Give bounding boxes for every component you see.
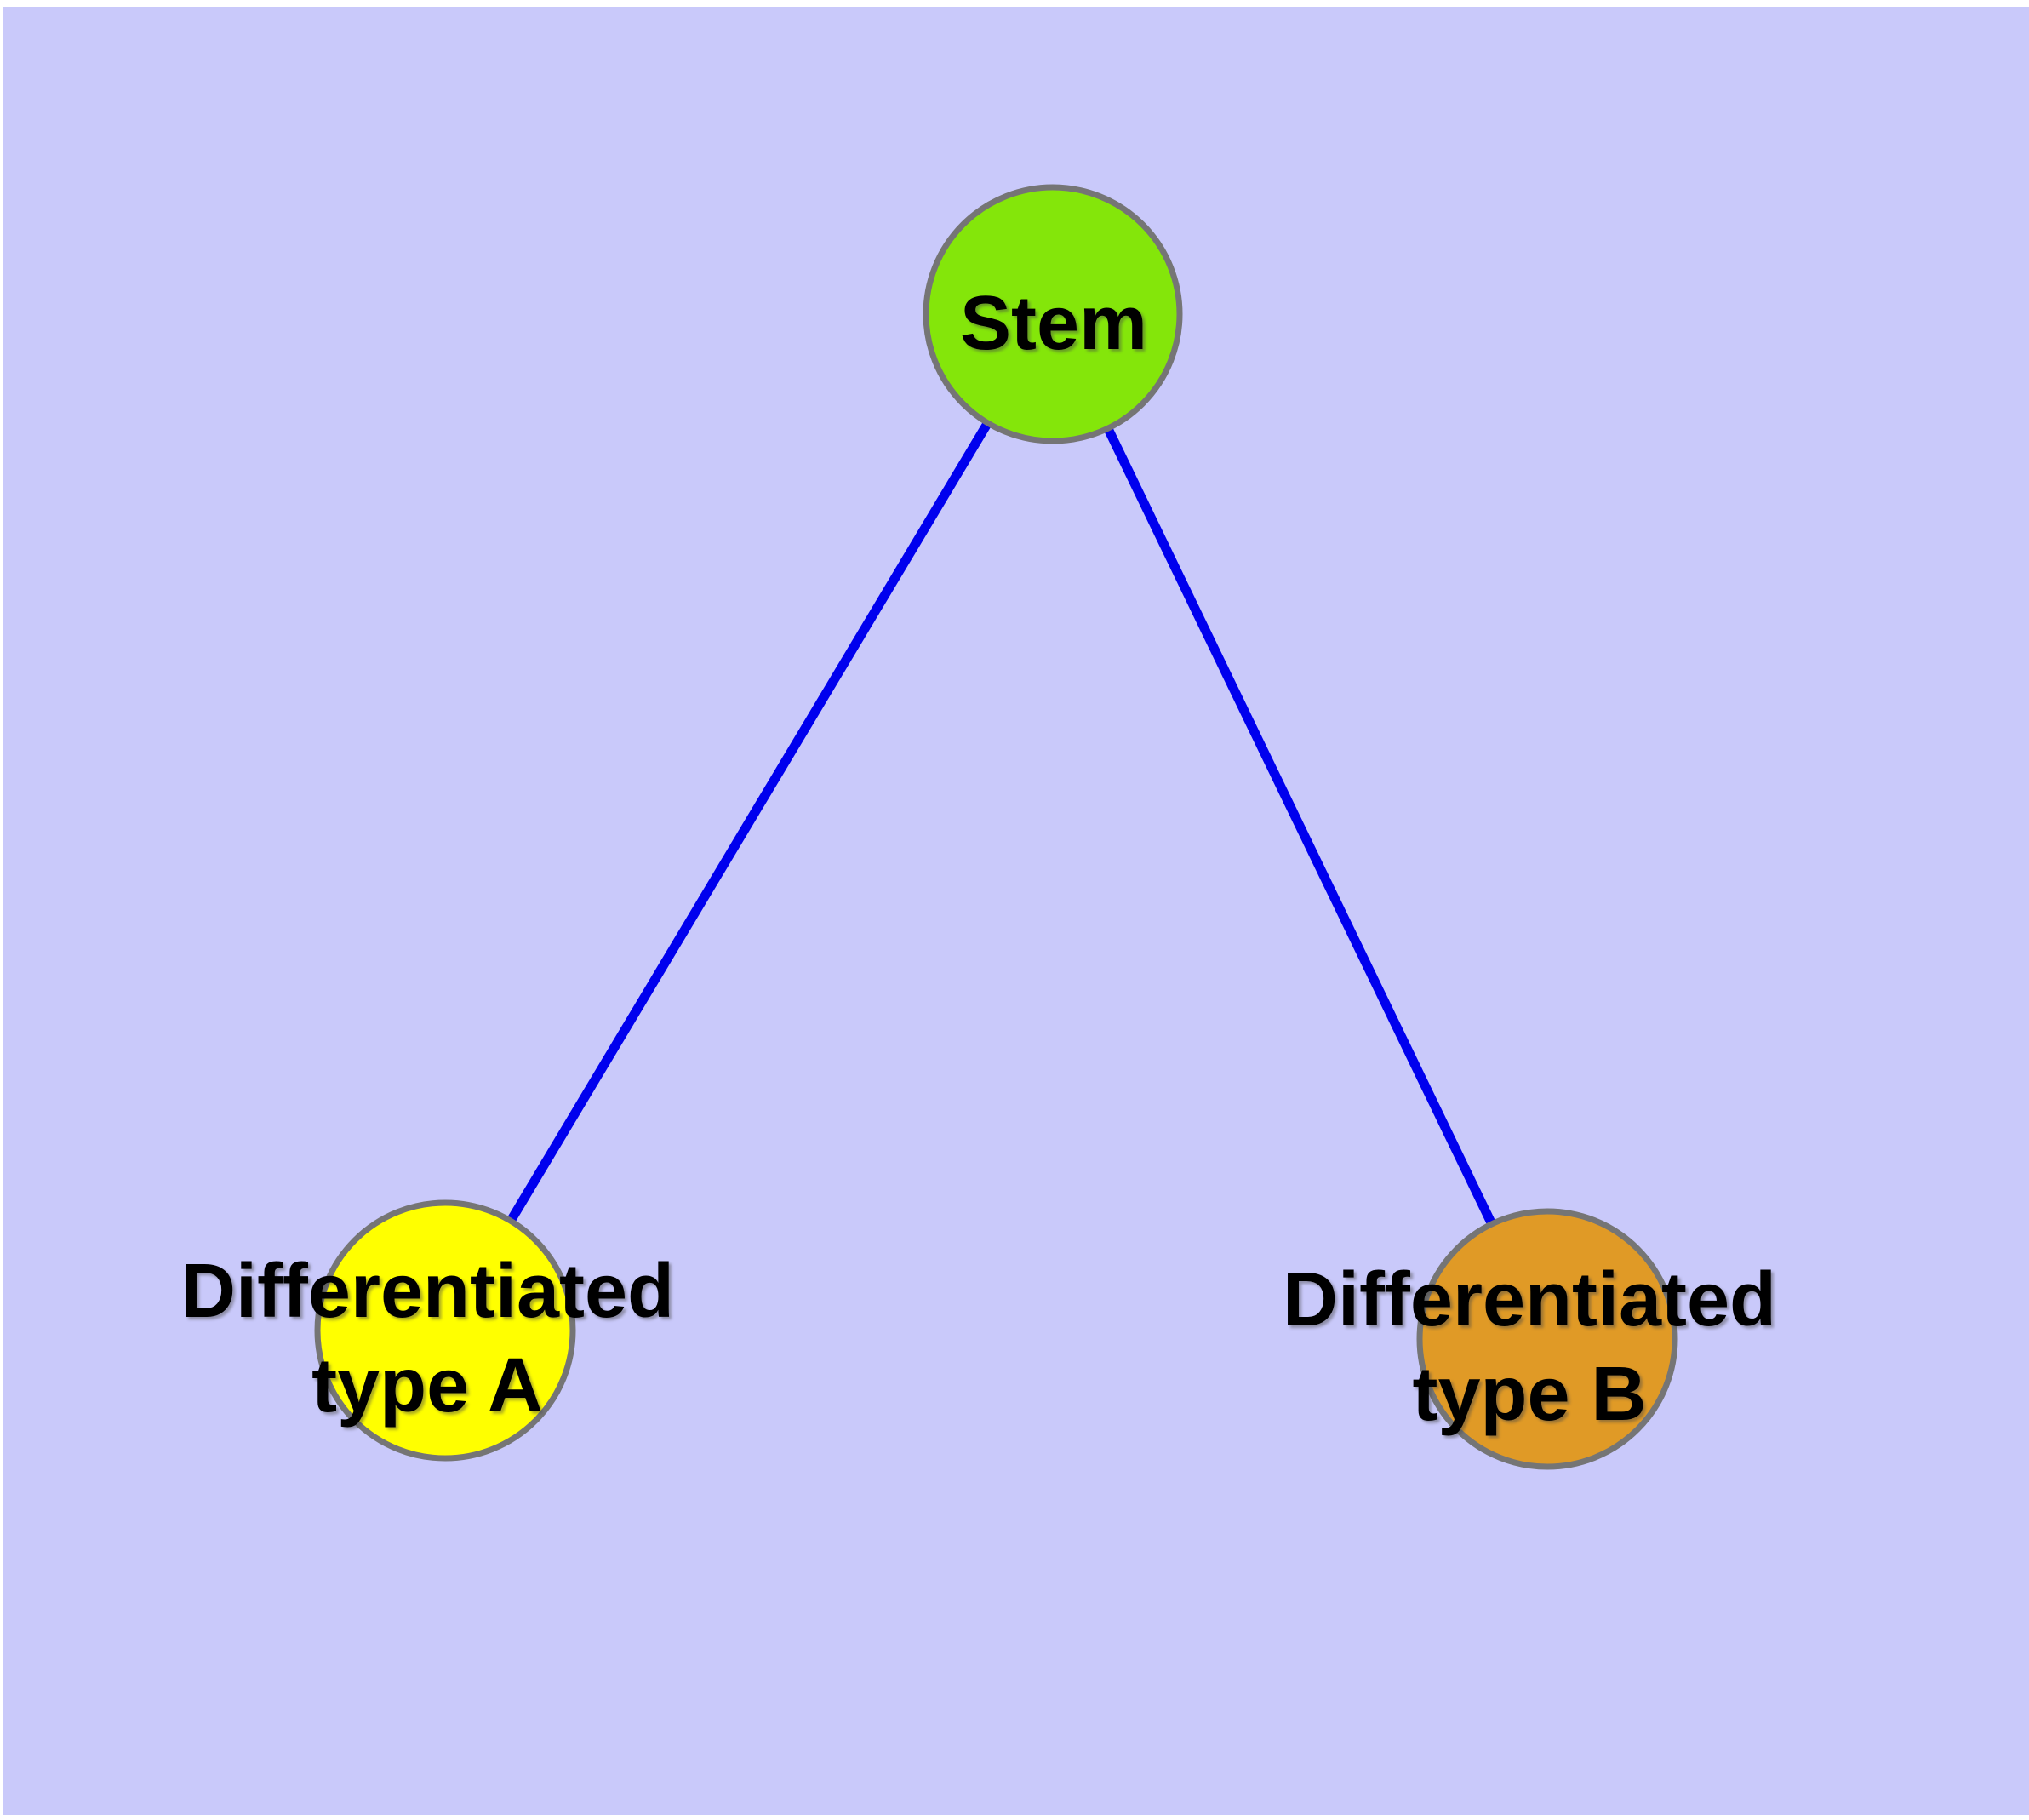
stem-node-label: Stem — [960, 281, 1147, 366]
type-a-node-circle — [314, 1199, 576, 1462]
type-b-node-circle — [1416, 1208, 1678, 1470]
type-b-node-label-line1: Differentiated — [1283, 1257, 1776, 1342]
type-a-node-label-line2: type A — [311, 1343, 543, 1428]
type-a-node-label-line1: Differentiated — [180, 1249, 674, 1334]
stem-node-circle — [923, 184, 1183, 444]
type-b-node-label-line2: type B — [1412, 1352, 1646, 1437]
edge-stem-to-type-a — [441, 312, 1057, 1333]
edge-stem-to-type-b — [1049, 312, 1552, 1342]
